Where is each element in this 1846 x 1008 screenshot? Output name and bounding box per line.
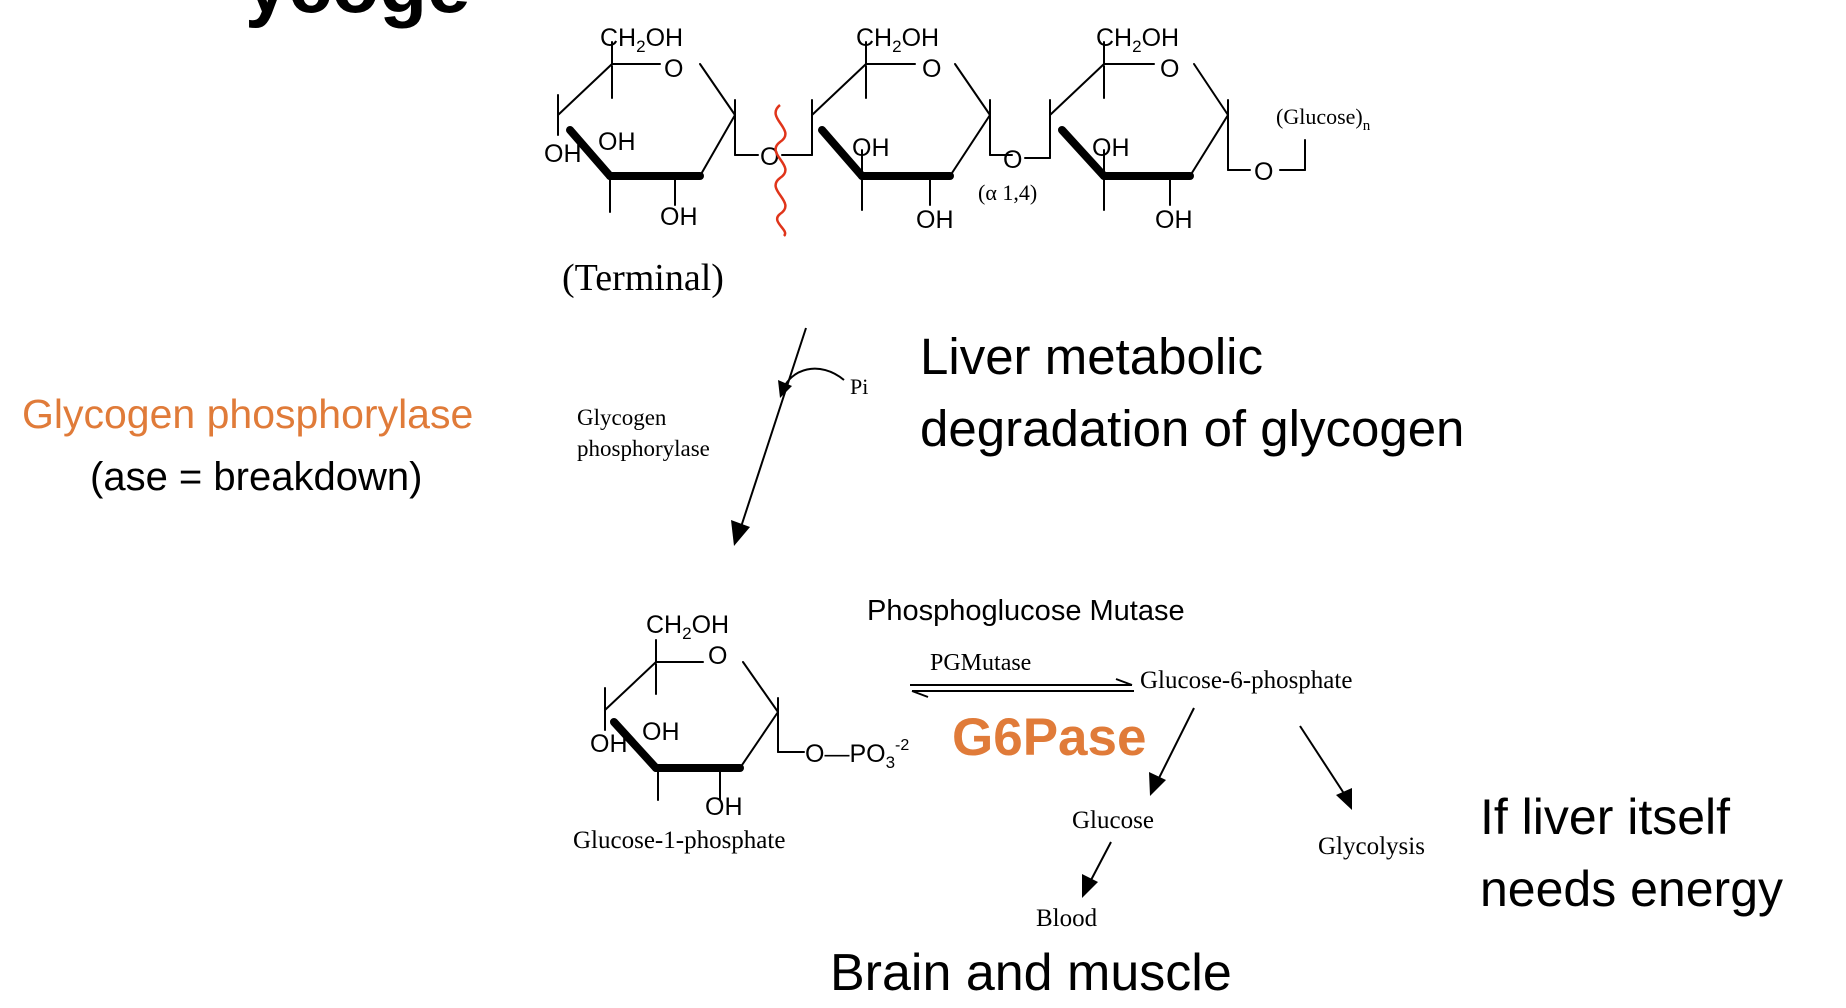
title-line-2: degradation of glycogen <box>920 400 1464 457</box>
glycogen-phosphorylase-annotation: Glycogen phosphorylase <box>22 391 473 437</box>
ring-oxygen-2: O <box>922 55 941 83</box>
phosphorylase-arrow <box>739 327 807 531</box>
g6p-to-glucose-arrow <box>1157 707 1195 781</box>
g6p-to-glycolysis-arrow <box>1299 725 1346 796</box>
terminal-label: (Terminal) <box>562 257 724 299</box>
glucose-1-phosphate-structure <box>604 639 805 801</box>
title-fragment: ycoge <box>245 0 470 29</box>
glucose-to-blood-arrow <box>1089 841 1112 883</box>
oh-label-1b: OH <box>598 128 636 156</box>
ring-oxygen-3: O <box>1160 55 1179 83</box>
g1p-oh-c: OH <box>705 793 743 821</box>
pgmutase-label: PGMutase <box>930 650 1031 676</box>
phosphorylase-arrowhead <box>731 520 750 546</box>
g1p-oh-b: OH <box>642 718 680 746</box>
g1p-ch2oh-label: CH2OH <box>646 611 729 643</box>
linkage-oxygen-3: O <box>1254 158 1273 186</box>
g1p-name: Glucose-1-phosphate <box>573 827 785 854</box>
brain-and-muscle-label: Brain and muscle <box>830 944 1232 1002</box>
glucose-ring-3 <box>1049 41 1306 211</box>
alpha-linkage-label: (α 1,4) <box>978 180 1037 205</box>
ase-breakdown-note: (ase = breakdown) <box>90 455 422 499</box>
phosphorylase-label-line1: Glycogen <box>577 405 667 430</box>
pi-label: Pi <box>850 374 868 399</box>
blood-label: Blood <box>1036 905 1098 932</box>
oh-label-3a: OH <box>1092 134 1130 162</box>
phosphoglucose-mutase-title: Phosphoglucose Mutase <box>867 595 1185 627</box>
phosphorylase-label-line2: phosphorylase <box>577 436 710 461</box>
oh-label-3b: OH <box>1155 206 1193 234</box>
energy-note-line-2: needs energy <box>1480 861 1783 917</box>
ch2oh-label-2: CH2OH <box>856 24 939 56</box>
g6pase-label: G6Pase <box>952 708 1146 767</box>
energy-note-line-1: If liver itself <box>1480 789 1730 845</box>
glucose-ring-1 <box>557 41 759 213</box>
glucose-n-label: (Glucose)n <box>1276 104 1371 134</box>
title-line-1: Liver metabolic <box>920 328 1263 385</box>
glucose-label: Glucose <box>1072 807 1154 834</box>
ring-oxygen-1: O <box>664 55 683 83</box>
oh-label-1a: OH <box>544 140 582 168</box>
ch2oh-label-3: CH2OH <box>1096 24 1179 56</box>
linkage-oxygen-2: O <box>1003 146 1022 174</box>
g1p-phosphate-label: O—PO3-2 <box>805 737 909 772</box>
glycolysis-label: Glycolysis <box>1318 833 1425 860</box>
glucose-ring-2 <box>811 41 1013 211</box>
oh-label-1c: OH <box>660 203 698 231</box>
ch2oh-label-1: CH2OH <box>600 24 683 56</box>
oh-label-2a: OH <box>852 134 890 162</box>
cleavage-mark <box>774 104 787 237</box>
oh-label-2b: OH <box>916 206 954 234</box>
equilibrium-arrows <box>910 678 1134 698</box>
g1p-oh-a: OH <box>590 730 628 758</box>
g6p-label: Glucose-6-phosphate <box>1140 667 1352 694</box>
g1p-ring-oxygen: O <box>708 642 727 670</box>
